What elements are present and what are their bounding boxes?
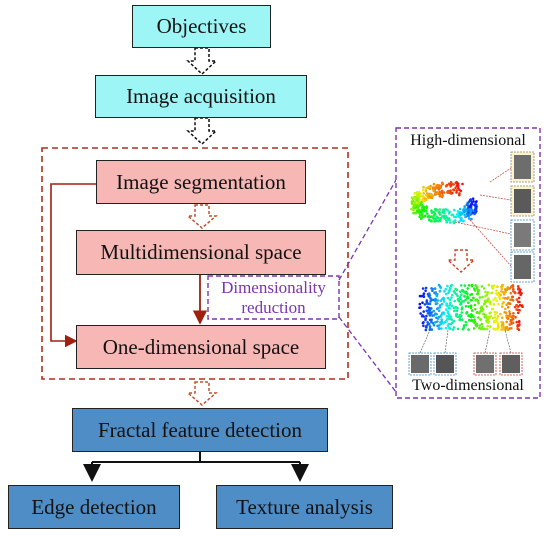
two-dimensional-point-cloud <box>418 283 524 332</box>
multidimensional-space-box: Multidimensional space <box>76 230 326 275</box>
hollow-arrow-acquisition-to-region <box>186 117 218 146</box>
image-segmentation-box: Image segmentation <box>96 160 306 204</box>
reduction-label-line1: Dimensionality <box>221 278 326 297</box>
texture-analysis-box: Texture analysis <box>216 485 393 529</box>
edge-detection-box: Edge detection <box>8 485 180 529</box>
hollow-arrow-region-to-fractal <box>185 381 219 406</box>
hollow-arrow-segmentation-to-multidim <box>185 204 219 229</box>
face-thumbnails-high <box>454 151 535 283</box>
high-dimensional-title: High-dimensional <box>410 132 526 149</box>
hollow-arrow-objectives-to-acquisition <box>186 47 218 76</box>
high-dimensional-point-cloud <box>410 180 478 225</box>
two-dimensional-title: Two-dimensional <box>412 377 524 394</box>
objectives-box: Objectives <box>132 5 271 48</box>
face-thumbnails-two <box>408 329 523 376</box>
fractal-feature-detection-box: Fractal feature detection <box>72 408 328 452</box>
one-dimensional-space-box: One-dimensional space <box>76 325 326 369</box>
reduction-label-line2: reduction <box>241 298 306 317</box>
bypass-arrow <box>50 183 96 348</box>
reduction-label-frame <box>207 275 340 320</box>
inset-hollow-arrow <box>446 249 476 273</box>
leader-line-upper <box>338 179 397 281</box>
split-connector <box>92 452 300 463</box>
image-acquisition-box: Image acquisition <box>95 75 307 118</box>
